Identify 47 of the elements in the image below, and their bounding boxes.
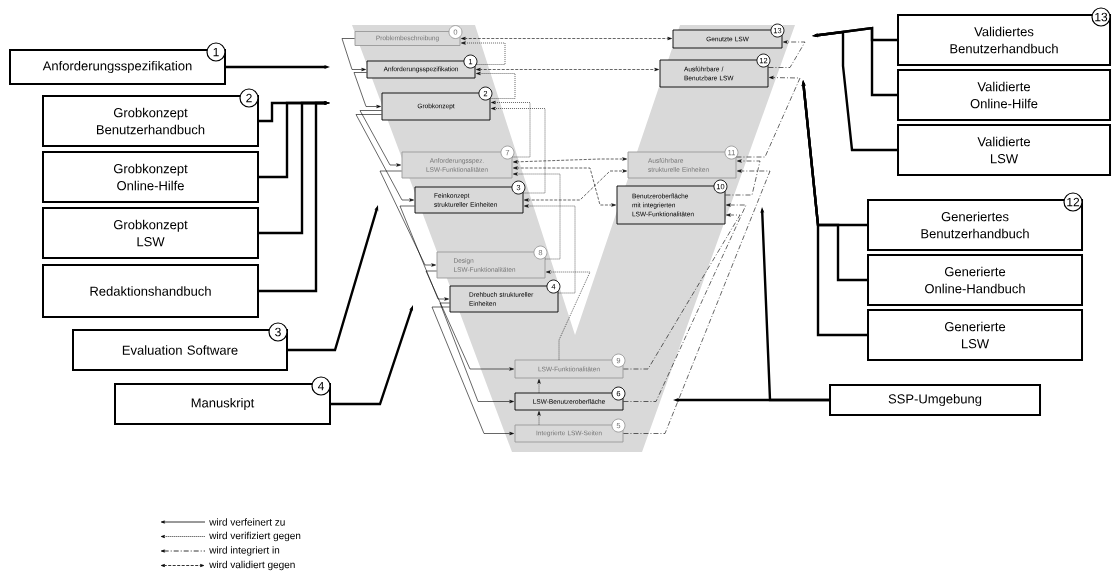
arrow (476, 71, 516, 99)
legend-label: wird integriert in (209, 546, 280, 556)
arrow (491, 100, 531, 158)
arrow (546, 270, 591, 360)
arrow (431, 306, 514, 436)
arrow (537, 411, 541, 425)
arrow (341, 38, 366, 72)
legend-label: wird validiert gegen (209, 560, 295, 571)
arrow (524, 204, 576, 294)
document-box: Generierte Online-Handbuch (867, 254, 1083, 306)
legend-label: wird verfeinert zu (209, 518, 285, 526)
arrow (399, 205, 449, 301)
document-box: Redaktionshandbuch (42, 264, 259, 318)
arrow (355, 114, 414, 202)
double-arrow (513, 157, 627, 164)
arrow (359, 110, 401, 167)
arrow (353, 72, 381, 109)
arrow (425, 270, 514, 371)
arrow (439, 302, 514, 404)
number-badge: 13 (1091, 7, 1111, 27)
arrow (768, 40, 806, 68)
document-box: Validierte LSW (897, 124, 1111, 176)
number-badge: 3 (268, 322, 288, 342)
document-box: Grobkonzept LSW (42, 207, 259, 259)
double-arrow (524, 169, 627, 202)
double-arrow (461, 36, 672, 41)
arrow (736, 75, 801, 158)
number-badge: 1 (206, 42, 226, 62)
arrow (725, 159, 761, 196)
document-box: SSP-Umgebung (829, 384, 1041, 416)
number-badge: 12 (1063, 192, 1083, 212)
double-arrow (476, 67, 659, 72)
arrow (491, 106, 546, 194)
double-arrow (513, 166, 616, 207)
arrow (379, 170, 436, 267)
document-box: Generierte LSW (867, 309, 1083, 361)
number-badge: 4 (311, 376, 331, 396)
arrow (623, 213, 741, 370)
arrow (537, 379, 541, 393)
arrow (623, 203, 747, 402)
number-badge: 2 (239, 88, 259, 108)
arrow (623, 169, 771, 434)
document-box: Grobkonzept Online-Hilfe (42, 151, 259, 203)
arrow (513, 172, 561, 260)
legend-label: wird verifiziert gegen (209, 531, 301, 542)
document-box: Validierte Online-Hilfe (897, 69, 1111, 121)
arrow (461, 41, 506, 65)
